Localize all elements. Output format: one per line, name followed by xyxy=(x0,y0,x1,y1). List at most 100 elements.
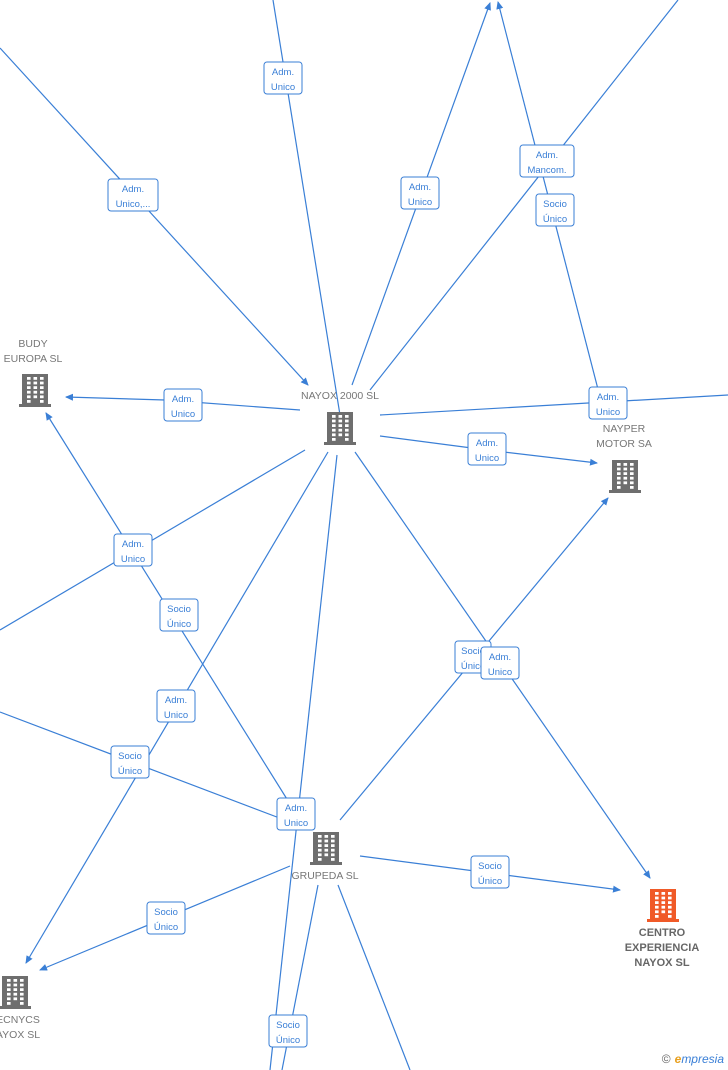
company-node-nayper[interactable]: NAYPER MOTOR SA xyxy=(596,423,652,493)
relation-label-box xyxy=(107,178,159,212)
relation-label-text: Único xyxy=(478,876,502,887)
relation-label-box xyxy=(263,61,303,95)
relation-label-text: Unico xyxy=(171,409,195,420)
edge-4 xyxy=(369,0,679,391)
building-icon xyxy=(0,976,31,1009)
company-name: NAYOX SL xyxy=(634,957,690,969)
relation-label-text: Adm. xyxy=(165,695,187,706)
copyright-symbol: © xyxy=(661,1052,671,1066)
relation-label-text: Socio xyxy=(276,1020,300,1031)
relation-label[interactable]: Adm. Unico,... xyxy=(107,178,159,212)
relation-label-text: Socio xyxy=(461,646,485,657)
relation-label-box xyxy=(156,689,196,723)
relation-label-box xyxy=(268,1014,308,1048)
edge-19 xyxy=(337,884,411,1070)
relation-label[interactable]: Adm.Unico xyxy=(156,689,196,723)
relation-label-text: Único xyxy=(154,922,178,933)
relation-label-text: Adm. xyxy=(409,182,431,193)
relation-label[interactable]: Adm. Unico xyxy=(467,432,507,466)
relation-label-box xyxy=(470,855,510,889)
edge-2 xyxy=(0,47,309,386)
relation-label-box xyxy=(159,598,199,632)
relation-label-text: Único xyxy=(118,766,142,777)
relation-label-box xyxy=(146,901,186,935)
watermark[interactable]: ©empresia xyxy=(662,1052,724,1066)
relation-label[interactable]: Adm. Unico xyxy=(276,797,316,831)
company-node-grupeda[interactable]: GRUPEDA SL xyxy=(291,832,359,882)
relation-label-box xyxy=(588,386,628,420)
relation-label[interactable]: Adm. Unico xyxy=(113,533,153,567)
edge-15 xyxy=(269,454,338,1070)
relation-label-text: Socio xyxy=(154,907,178,918)
relation-label-box xyxy=(535,193,575,227)
company-name: BUDY xyxy=(18,338,47,350)
company-name: AYOX SL xyxy=(0,1029,40,1041)
relation-label-text: Unico,... xyxy=(116,199,151,210)
relation-label-box xyxy=(467,432,507,466)
relation-label-text: Único xyxy=(276,1035,300,1046)
company-name: EXPERIENCIA xyxy=(625,942,700,954)
relation-label-text: Unico xyxy=(284,818,308,829)
company-name: CENTRO xyxy=(639,927,686,939)
relation-label-text: Unico xyxy=(408,197,432,208)
relation-label-text: Adm. xyxy=(597,392,619,403)
relation-label-text: Adm. xyxy=(476,438,498,449)
building-icon xyxy=(647,889,679,922)
relation-label-text: Socio xyxy=(478,861,502,872)
company-node-budy[interactable]: BUDY EUROPA SL xyxy=(4,338,63,407)
relation-label[interactable]: Adm.Unico xyxy=(263,61,303,95)
relation-label[interactable]: Adm. Unico xyxy=(588,386,628,420)
relation-label-text: Socio xyxy=(167,604,191,615)
building-icon xyxy=(609,460,641,493)
relation-label[interactable]: Adm. Unico xyxy=(480,646,520,680)
relation-label-box xyxy=(400,176,440,210)
relation-label[interactable]: Adm. Unico xyxy=(400,176,440,210)
company-name: ECNYCS xyxy=(0,1014,40,1026)
company-node-nayox2000[interactable]: NAYOX 2000 SL xyxy=(301,390,379,445)
relation-label-text: Adm. xyxy=(122,539,144,550)
relation-label-text: Único xyxy=(167,619,191,630)
company-name: EUROPA SL xyxy=(4,353,63,365)
edge-labels-layer: Adm.UnicoAdm.Unico,...Adm.UnicoAdm.Manco… xyxy=(107,61,628,1048)
building-icon xyxy=(19,374,51,407)
relation-label-box xyxy=(276,797,316,831)
relation-label-box xyxy=(163,388,203,422)
relation-label-text: Adm. xyxy=(122,184,144,195)
relation-label-text: Unico xyxy=(121,554,145,565)
relation-label-text: Unico xyxy=(596,407,620,418)
brand-initial: e xyxy=(674,1052,682,1066)
nodes-layer: NAYOX 2000 SL BUDY EUROPA SL NAYPER MOTOR SA… xyxy=(0,338,699,1041)
relation-label-box xyxy=(480,646,520,680)
relation-label[interactable]: Adm.Mancom. xyxy=(519,144,575,178)
relation-label-box xyxy=(519,144,575,178)
company-name: MOTOR SA xyxy=(596,438,652,450)
company-name: GRUPEDA SL xyxy=(291,870,358,882)
relation-label-box xyxy=(113,533,153,567)
relation-label-text: Unico xyxy=(475,453,499,464)
relation-label-text: Único xyxy=(461,661,485,672)
edge-7 xyxy=(379,394,728,416)
relation-label-text: Único xyxy=(543,214,567,225)
company-node-centro[interactable]: CENTRO EXPERIENCIA NAYOX SL xyxy=(625,889,700,969)
relation-label-text: Socio xyxy=(118,751,142,762)
company-name: NAYOX 2000 SL xyxy=(301,390,379,402)
company-name: NAYPER xyxy=(603,423,646,435)
relation-label-text: Adm. xyxy=(536,150,558,161)
company-node-tecnycs[interactable]: ECNYCS AYOX SL xyxy=(0,976,40,1041)
relation-label-text: Socio xyxy=(543,199,567,210)
relation-label-text: Adm. xyxy=(272,67,294,78)
brand-name: mpresia xyxy=(681,1052,724,1066)
relation-label-text: Adm. xyxy=(172,394,194,405)
relation-label-text: Unico xyxy=(488,667,512,678)
relation-label-text: Adm. xyxy=(489,652,511,663)
relation-label[interactable]: Adm. Unico xyxy=(163,388,203,422)
relation-label-text: Adm. xyxy=(285,803,307,814)
